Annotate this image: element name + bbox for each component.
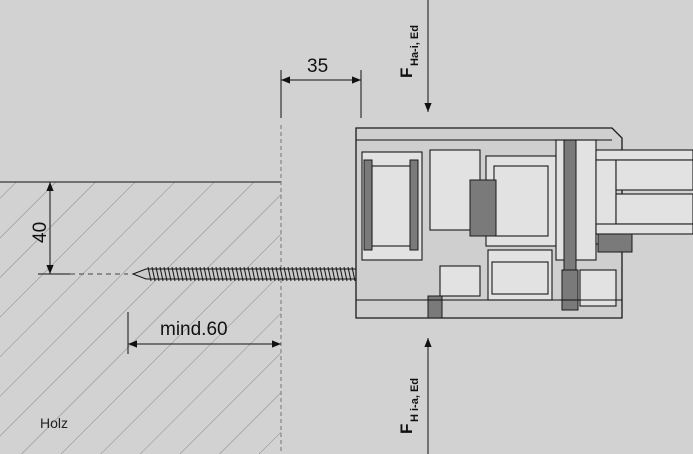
screw-thread (323, 266, 328, 282)
screw-thread (235, 266, 240, 282)
screw-thread (335, 266, 340, 282)
screw-thread (299, 266, 304, 282)
screw-thread (223, 266, 228, 282)
screw-thread (175, 266, 180, 282)
wood-substrate (0, 125, 282, 454)
dimension-35: 35 (280, 56, 362, 118)
glazing-unit (595, 149, 693, 253)
window-frame-profile (355, 127, 623, 319)
screw-thread (307, 266, 312, 282)
screw-thread (319, 266, 324, 282)
force-arrow-bottom: F H i-a, Ed (397, 338, 432, 454)
screw-thread (199, 266, 204, 282)
screw-thread (303, 266, 308, 282)
screw-thread (207, 266, 212, 282)
screw-thread (179, 266, 184, 282)
screw-thread (227, 266, 232, 282)
screw-thread (255, 266, 260, 282)
screw-thread (195, 266, 200, 282)
screw-thread (351, 266, 356, 282)
screw-thread (327, 266, 332, 282)
dimension-35-label: 35 (307, 56, 328, 77)
screw-thread (211, 266, 216, 282)
screw-thread (243, 266, 248, 282)
material-label: Holz (40, 415, 68, 431)
screw-thread (311, 266, 316, 282)
screw-thread (219, 266, 224, 282)
screw-thread (171, 266, 176, 282)
screw-thread (267, 266, 272, 282)
screw-thread (159, 266, 164, 282)
screw-thread (259, 266, 264, 282)
screw-thread (315, 266, 320, 282)
screw-thread (231, 266, 236, 282)
screw-thread (279, 266, 284, 282)
screw-thread (283, 266, 288, 282)
screw-thread (347, 266, 352, 282)
screw-thread (275, 266, 280, 282)
screw-thread (155, 266, 160, 282)
screw-thread (163, 266, 168, 282)
screw-thread (215, 266, 220, 282)
screw-thread (331, 266, 336, 282)
screw-thread (343, 266, 348, 282)
dimension-min-60-label: mind.60 (160, 319, 228, 340)
screw-thread (167, 266, 172, 282)
force-arrow-top: F Ha-i, Ed (397, 0, 432, 112)
screw-thread (291, 266, 296, 282)
screw-thread (203, 266, 208, 282)
screw-thread (251, 266, 256, 282)
screw-thread (183, 266, 188, 282)
screw-thread (239, 266, 244, 282)
force-top-sub: Ha-i, Ed (409, 25, 421, 66)
screw-thread (271, 266, 276, 282)
screw-thread (247, 266, 252, 282)
screw-thread (151, 266, 156, 282)
dimension-min-60: mind.60 (127, 312, 281, 354)
force-top-main: F (397, 68, 416, 78)
force-bottom-sub: H i-a, Ed (409, 378, 421, 422)
screw-thread (147, 266, 152, 282)
screw-thread (191, 266, 196, 282)
screw-thread (263, 266, 268, 282)
dimension-40-label: 40 (30, 222, 51, 243)
screw-thread (295, 266, 300, 282)
screw-thread (287, 266, 292, 282)
screw-thread (187, 266, 192, 282)
screw-thread (339, 266, 344, 282)
dimension-40: 40 (30, 181, 70, 275)
force-bottom-main: F (397, 424, 416, 434)
